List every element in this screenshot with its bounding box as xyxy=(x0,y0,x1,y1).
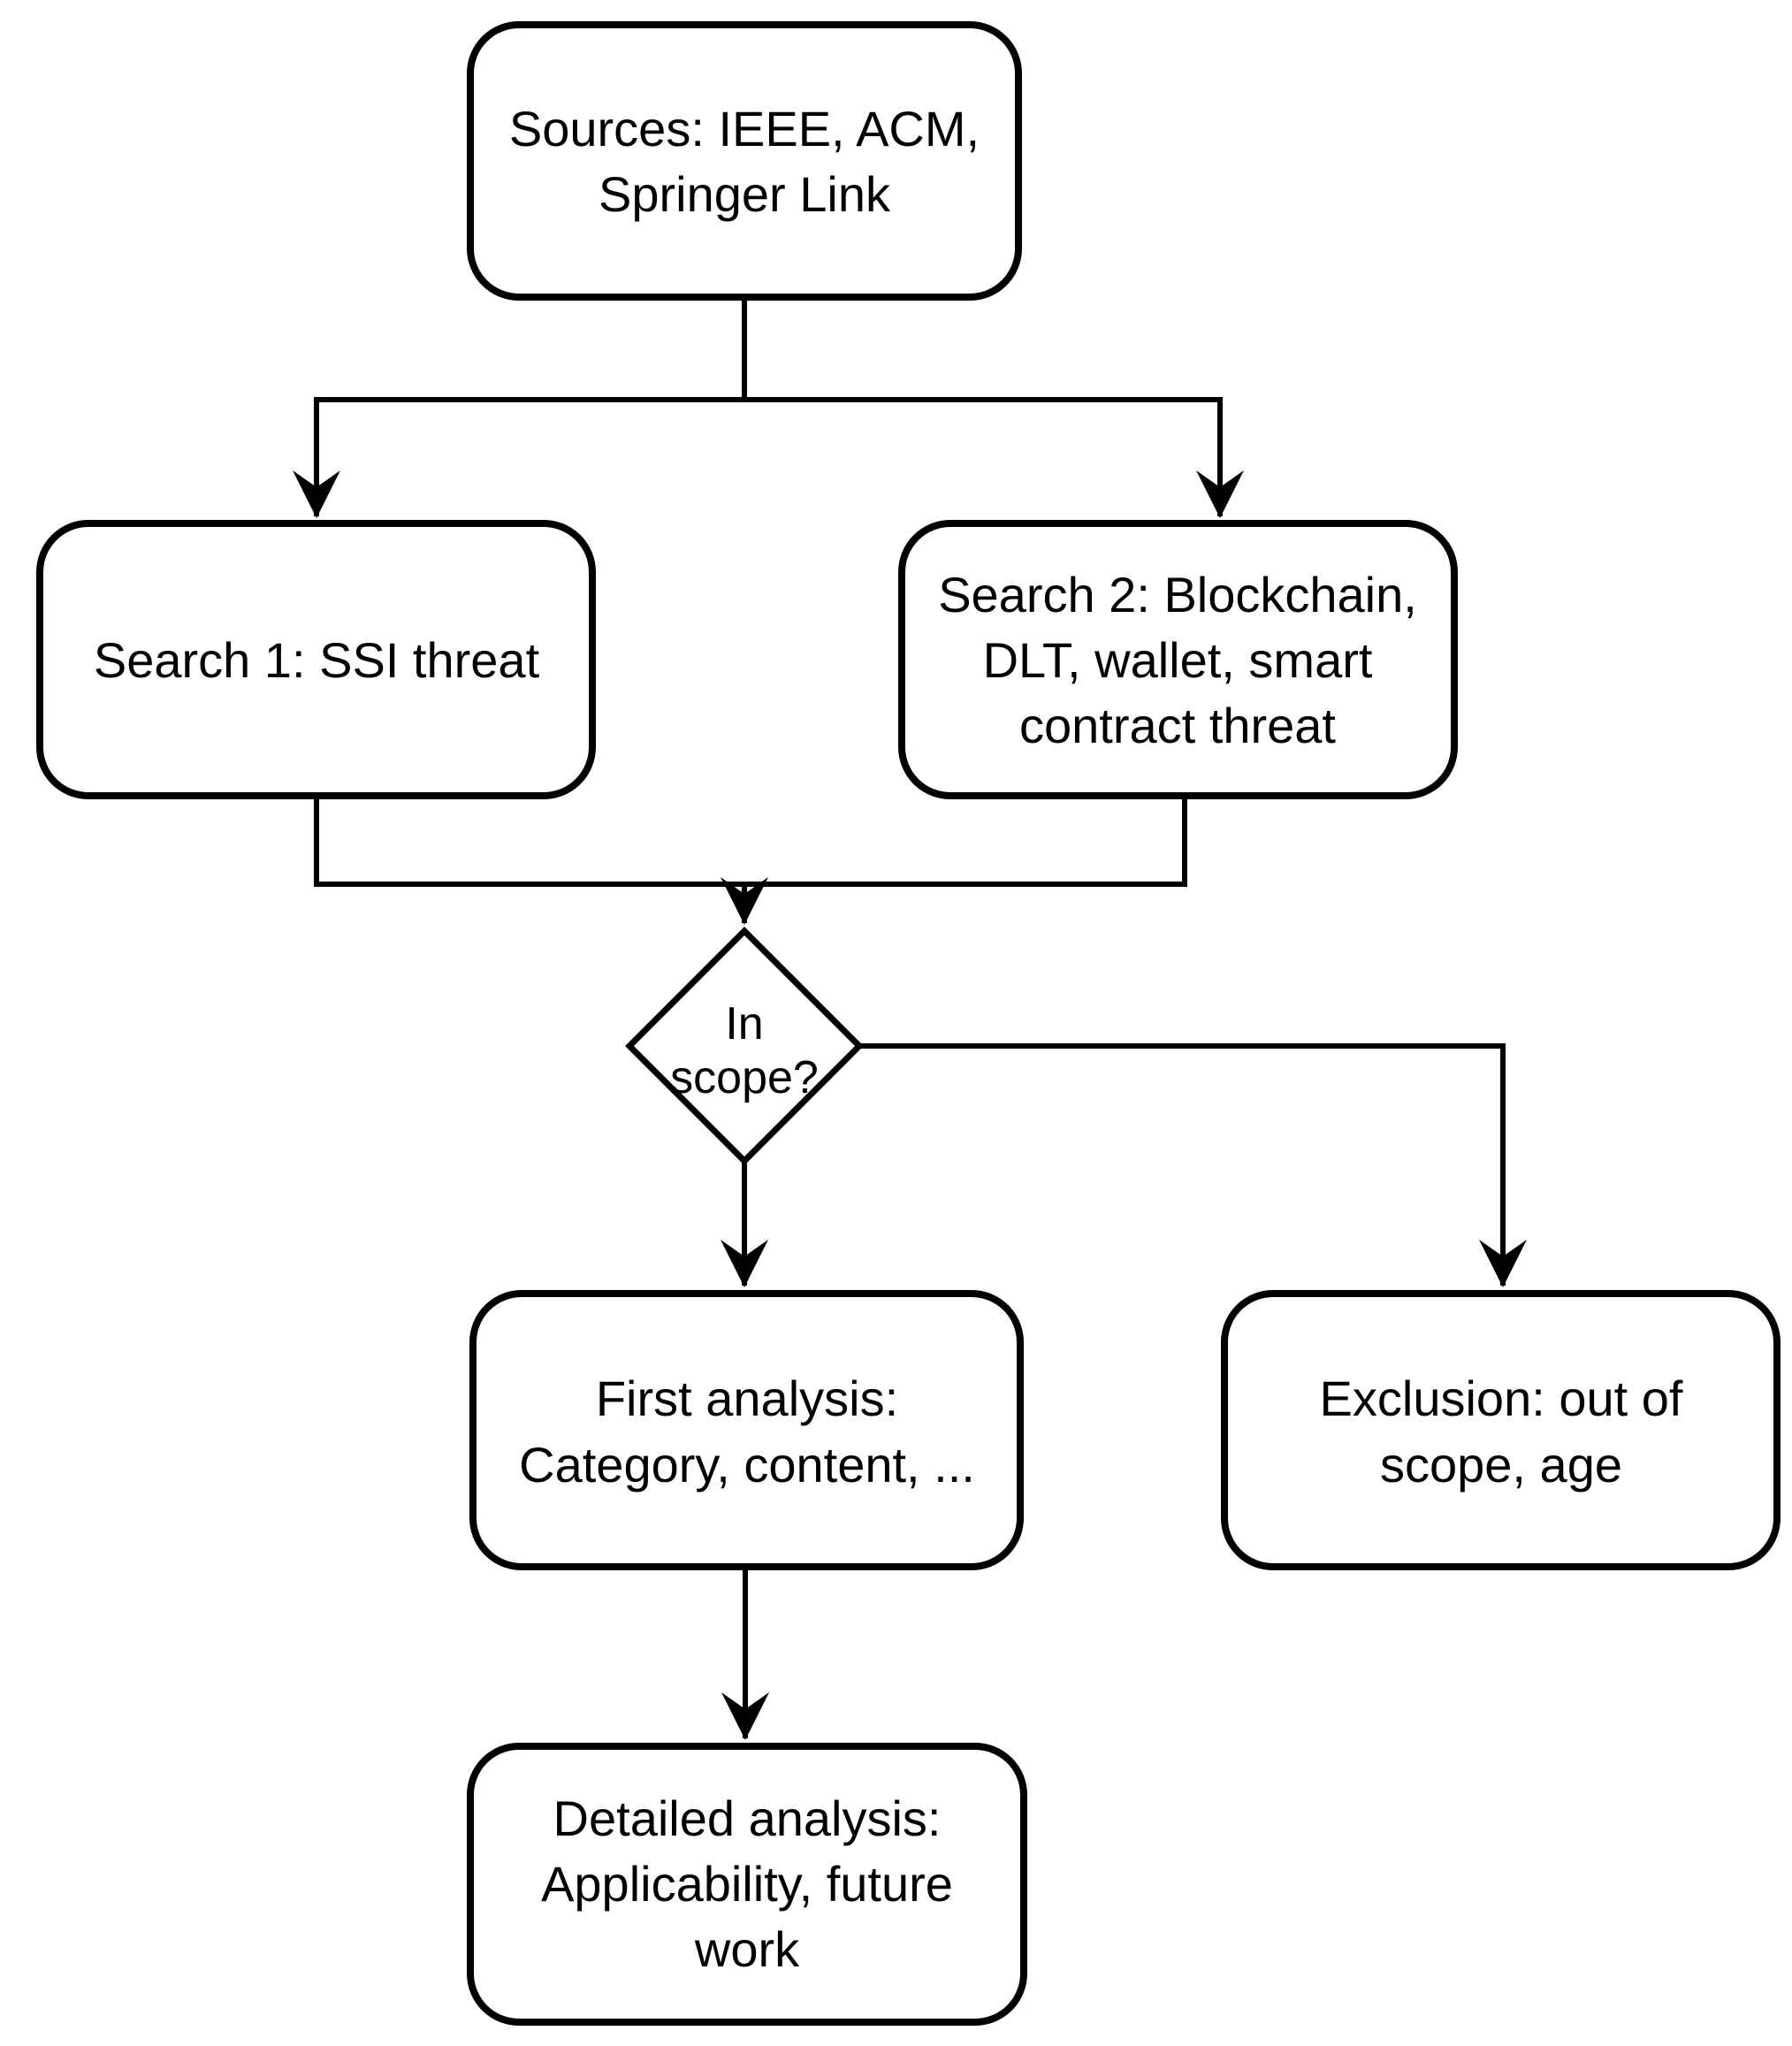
node-first-analysis-box xyxy=(469,1290,1024,1570)
node-first-analysis: First analysis: Category, content, ... xyxy=(469,1290,1024,1570)
node-search2-box xyxy=(898,520,1458,799)
node-search2-label: Search 2: Blockchain, xyxy=(938,567,1417,622)
node-exclusion-box xyxy=(1221,1290,1781,1570)
node-first-analysis-label: First analysis: xyxy=(596,1370,898,1426)
edges-group xyxy=(293,295,1527,1740)
node-sources: Sources: IEEE, ACM, Springer Link xyxy=(467,21,1022,301)
node-in-scope-decision: In scope? xyxy=(625,927,864,1165)
edge-inscope-to-exclusion xyxy=(859,1043,1527,1287)
node-search1-box xyxy=(36,520,596,799)
node-in-scope-diamond xyxy=(625,927,864,1165)
node-search1: Search 1: SSI threat xyxy=(36,520,596,799)
node-sources-label: Sources: IEEE, ACM, xyxy=(509,101,980,157)
edge-merge-bar xyxy=(314,794,1187,887)
node-sources-label: Springer Link xyxy=(599,166,891,222)
node-sources-box xyxy=(467,21,1022,301)
node-detailed-analysis-label: Applicability, future xyxy=(541,1856,953,1912)
node-first-analysis-label: Category, content, ... xyxy=(519,1437,975,1493)
node-detailed-analysis-label: work xyxy=(694,1921,800,1977)
node-in-scope-label: scope? xyxy=(670,1052,819,1103)
node-search2-label: contract threat xyxy=(1019,698,1336,753)
node-search2-label: DLT, wallet, smart xyxy=(983,632,1373,688)
node-in-scope-label: In xyxy=(725,998,763,1050)
edge-split-to-search1-search2 xyxy=(293,397,1244,518)
node-exclusion-label: scope, age xyxy=(1380,1437,1622,1493)
node-detailed-analysis-label: Detailed analysis: xyxy=(553,1790,942,1846)
node-exclusion: Exclusion: out of scope, age xyxy=(1221,1290,1781,1570)
node-search2: Search 2: Blockchain, DLT, wallet, smart… xyxy=(898,520,1458,799)
node-detailed-analysis-box xyxy=(467,1743,1027,2026)
node-detailed-analysis: Detailed analysis: Applicability, future… xyxy=(467,1743,1027,2026)
node-search1-label: Search 1: SSI threat xyxy=(94,632,540,688)
node-exclusion-label: Exclusion: out of xyxy=(1320,1370,1683,1426)
